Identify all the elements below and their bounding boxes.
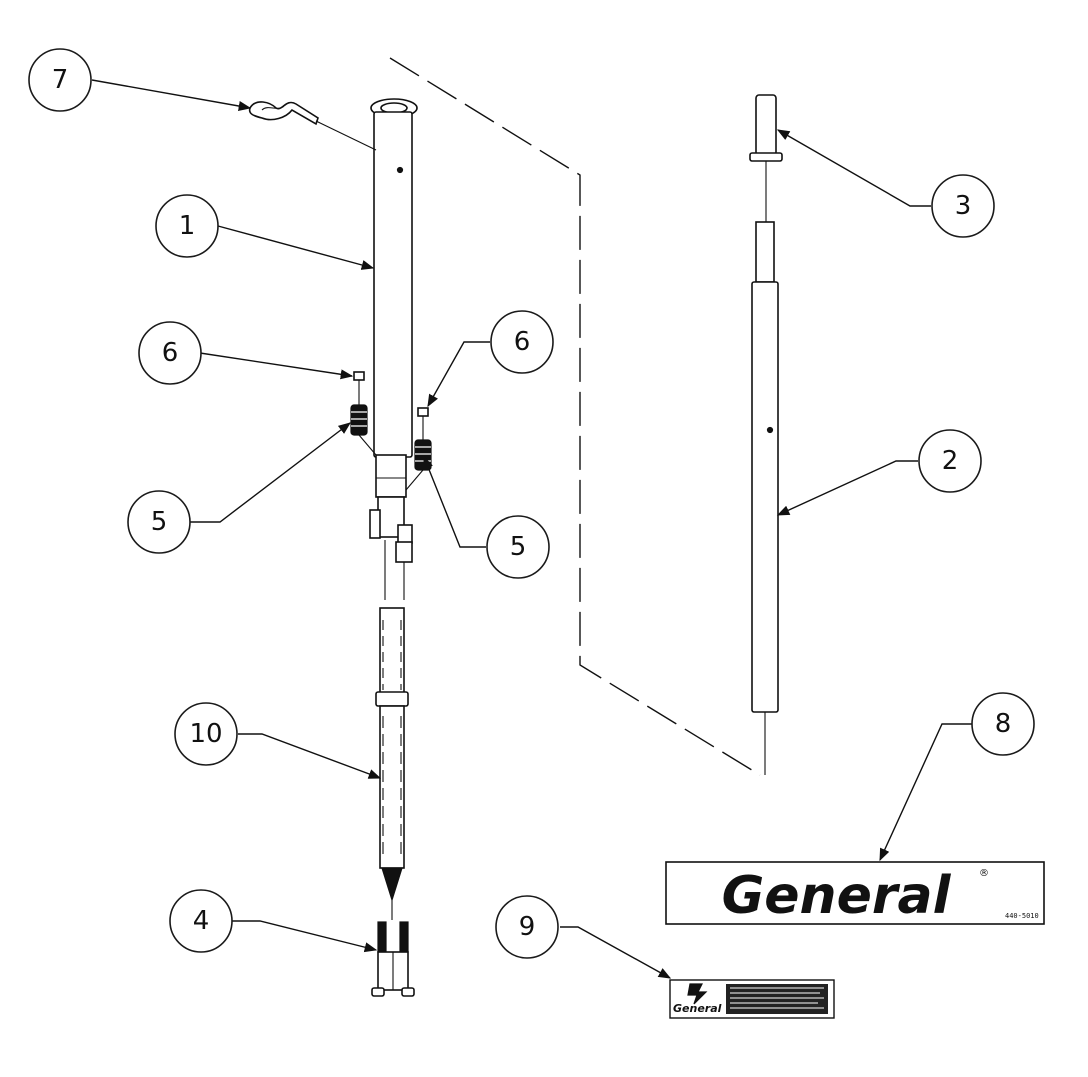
leader-5b <box>423 455 486 548</box>
callout-6-left-label: 6 <box>162 338 179 368</box>
assembly-dashed-line <box>389 57 761 776</box>
part-6-right-screw <box>417 407 429 440</box>
decal-large-brand: General <box>722 866 952 926</box>
leader-7-to-tube <box>315 120 377 151</box>
part-3-cap <box>749 94 783 222</box>
callout-4-label: 4 <box>193 906 210 936</box>
callout-10: 10 <box>174 702 238 766</box>
part-7-lynch-pin <box>248 101 319 126</box>
callout-2-label: 2 <box>942 446 959 476</box>
callout-2: 2 <box>918 429 982 493</box>
callout-3: 3 <box>931 174 995 238</box>
part-1-outer-tube <box>369 98 418 600</box>
part-5-left-spring <box>350 404 377 456</box>
callout-8: 8 <box>971 692 1035 756</box>
callout-7: 7 <box>28 48 92 112</box>
leader-6b <box>427 341 490 408</box>
callout-4: 4 <box>169 889 233 953</box>
callout-10-label: 10 <box>189 719 222 749</box>
leader-6a <box>199 352 354 380</box>
callout-5-left: 5 <box>127 490 191 554</box>
callout-6-right-label: 6 <box>514 327 531 357</box>
leader-3 <box>776 129 931 207</box>
leader-9 <box>560 926 672 979</box>
callout-9: 9 <box>495 895 559 959</box>
callout-7-label: 7 <box>52 65 69 95</box>
callout-5-right-label: 5 <box>510 532 527 562</box>
decal-small-logo-icon <box>687 983 708 1005</box>
callout-1: 1 <box>155 194 219 258</box>
callout-5-right: 5 <box>486 515 550 579</box>
leader-8 <box>879 723 972 862</box>
callout-8-label: 8 <box>995 709 1012 739</box>
part-2-inner-tube <box>751 221 779 713</box>
part-6-left-screw <box>353 371 365 405</box>
decal-small-brand: General <box>673 1002 722 1015</box>
leader-5a <box>190 422 352 523</box>
part-4-clevis <box>371 921 415 997</box>
callout-3-label: 3 <box>955 191 972 221</box>
callout-1-label: 1 <box>179 211 196 241</box>
part-8-large-decal: General ® 440-5010 <box>665 861 1045 926</box>
decal-large-registered: ® <box>979 868 989 879</box>
callout-6-right: 6 <box>490 310 554 374</box>
callout-5-left-label: 5 <box>151 507 168 537</box>
leader-7 <box>91 79 252 111</box>
leader-2 <box>776 460 918 516</box>
part-10-inner-rod <box>375 607 409 920</box>
callout-9-label: 9 <box>519 912 536 942</box>
decal-large-part-number: 440-5010 <box>1005 912 1039 920</box>
part-9-small-decal: General <box>669 979 835 1019</box>
decal-small-fine-print <box>726 984 828 1014</box>
leader-10 <box>238 733 382 779</box>
leader-1 <box>217 225 375 270</box>
callout-6-left: 6 <box>138 321 202 385</box>
leader-4 <box>232 920 378 953</box>
